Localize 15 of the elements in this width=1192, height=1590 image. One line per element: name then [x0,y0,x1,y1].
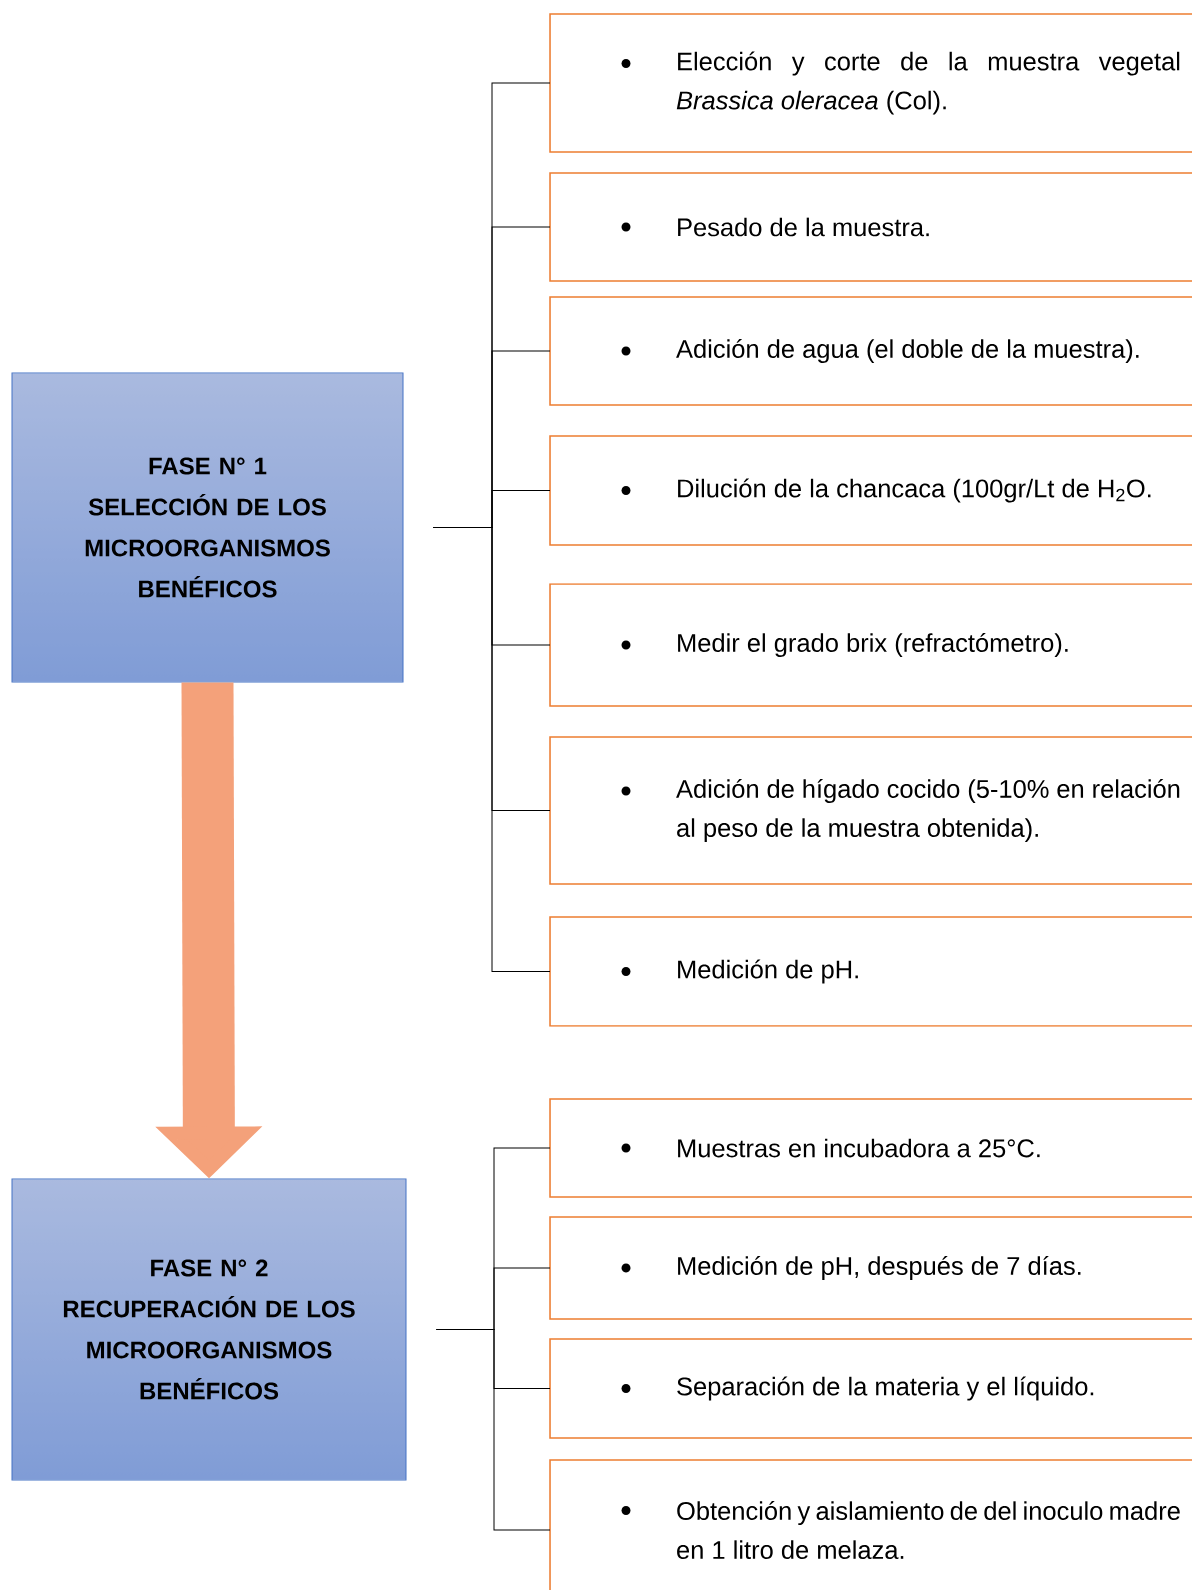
step-box: Medir el grado brix (refractómetro). [549,583,1192,707]
step-box: Medición de pH, después de 7 días. [549,1216,1192,1320]
phase-box: FASE N° 2 RECUPERACIÓN DE LOS MICROORGANISMOS BENÉFICOS [11,1178,407,1481]
bracket-line [436,1329,551,1531]
step-box: Adición de agua (el doble de la muestra). [549,296,1192,406]
step-box: Dilución de la chancaca (100gr/Lt de H$_{2}$O. [549,435,1192,546]
step-box: Pesado de la muestra. [549,172,1192,282]
step-box: Elección y corte de la muestra vegetal Brassica oleracea (Col). [549,13,1192,153]
phase-box: FASE N° 1 SELECCIÓN DE LOS MICROORGANISMOS BENÉFICOS [11,372,404,683]
step-box: Obtención y aislamiento de del inoculo madre en 1 litro de melaza. [549,1459,1192,1590]
step-box: Separación de la materia y el líquido. [549,1338,1192,1439]
step-box: Muestras en incubadora a 25°C. [549,1098,1192,1198]
step-box: Adición de hígado cocido (5-10% en relación al peso de la muestra obtenida). [549,736,1192,885]
step-box: Medición de pH. [549,916,1192,1027]
bracket-line [433,527,551,972]
